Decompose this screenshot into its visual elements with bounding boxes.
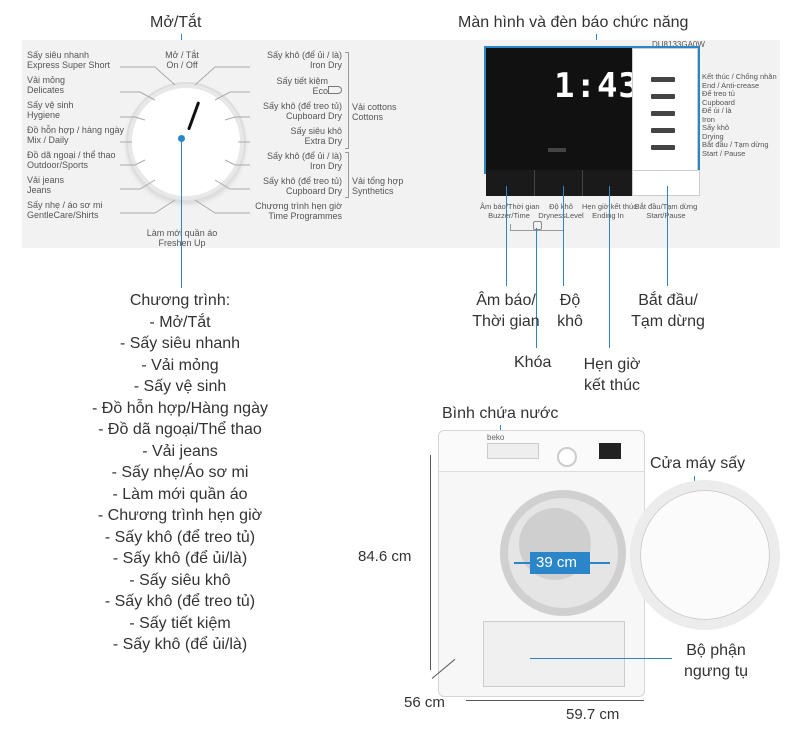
program-callout-dot <box>178 135 185 142</box>
dryness-callout-line <box>563 186 564 286</box>
display-highlight-frame <box>484 46 700 174</box>
display-screen: 1:43 <box>486 48 639 170</box>
condenser-grille <box>483 621 625 687</box>
start-callout-line <box>667 186 668 286</box>
program-callout-line <box>181 138 182 288</box>
status-labels: Kết thúc / Chống nhăn End / Anti-crease … <box>702 72 777 158</box>
dial-connectors <box>120 66 250 214</box>
program-dial[interactable] <box>128 84 244 200</box>
depth-dim-text: 56 cm <box>404 694 445 711</box>
dial-label-cupboard-dry-2: Sấy khô (để treo tủ)Cupboard Dry <box>262 176 342 196</box>
width-dim-text: 59.7 cm <box>566 706 620 723</box>
program-list-title: Chương trình: <box>129 292 231 309</box>
display-time: 1:43 <box>554 66 640 106</box>
dial-label-iron-dry-2: Sấy khô (để ủi / là)Iron Dry <box>266 151 342 171</box>
width-dim-line <box>466 700 644 701</box>
callout-start-pause: Bắt đầu/Tạm dừng <box>631 292 705 330</box>
dial-title-line <box>181 34 182 44</box>
program-list: Chương trình: - Mở/Tắt - Sấy siêu nhanh … <box>60 290 300 656</box>
display-indicator <box>548 148 566 152</box>
condenser-line <box>530 658 672 659</box>
callout-door: Cửa máy sấy <box>650 455 746 472</box>
door-diameter-text: 39 cm <box>536 554 577 571</box>
display-title: Màn hình và đèn báo chức năng <box>458 14 689 31</box>
buzzer-callout-line <box>506 186 507 286</box>
dial-label-cupboard-dry-1: Sấy khô (để treo tủ)Cupboard Dry <box>262 101 342 121</box>
model-number: DU8133GA0W <box>652 40 705 49</box>
eco-leaf-icon <box>328 86 342 94</box>
brand-logo: beko <box>487 433 505 442</box>
dryness-button[interactable] <box>534 170 583 196</box>
status-indicator-panel <box>632 48 698 172</box>
lock-icon <box>533 221 542 230</box>
callout-water-tank: Bình chứa nước <box>442 405 559 422</box>
start-pause-button[interactable] <box>632 170 700 196</box>
ending-in-button[interactable] <box>582 170 633 196</box>
water-tank-drawer[interactable] <box>487 443 539 459</box>
synthetics-bracket <box>345 152 349 198</box>
buzzer-time-button[interactable] <box>486 170 535 196</box>
lock-callout-line <box>536 228 537 348</box>
dryer-display <box>599 443 621 459</box>
height-dim-line <box>430 455 431 670</box>
dial-title: Mở/Tắt <box>150 14 202 31</box>
callout-buzzer: Âm báo/Thời gian <box>472 292 540 330</box>
ending-callout-line <box>609 186 610 348</box>
control-buttons <box>486 170 700 196</box>
dryer-door[interactable] <box>630 480 780 630</box>
dryer-knob[interactable] <box>557 447 577 467</box>
door-diameter-badge <box>530 552 590 574</box>
cottons-bracket <box>345 52 349 149</box>
dial-label-iron-dry-1: Sấy khô (để ủi / là)Iron Dry <box>266 50 342 70</box>
height-dim-text: 84.6 cm <box>358 548 412 565</box>
callout-lock: Khóa <box>514 354 552 371</box>
